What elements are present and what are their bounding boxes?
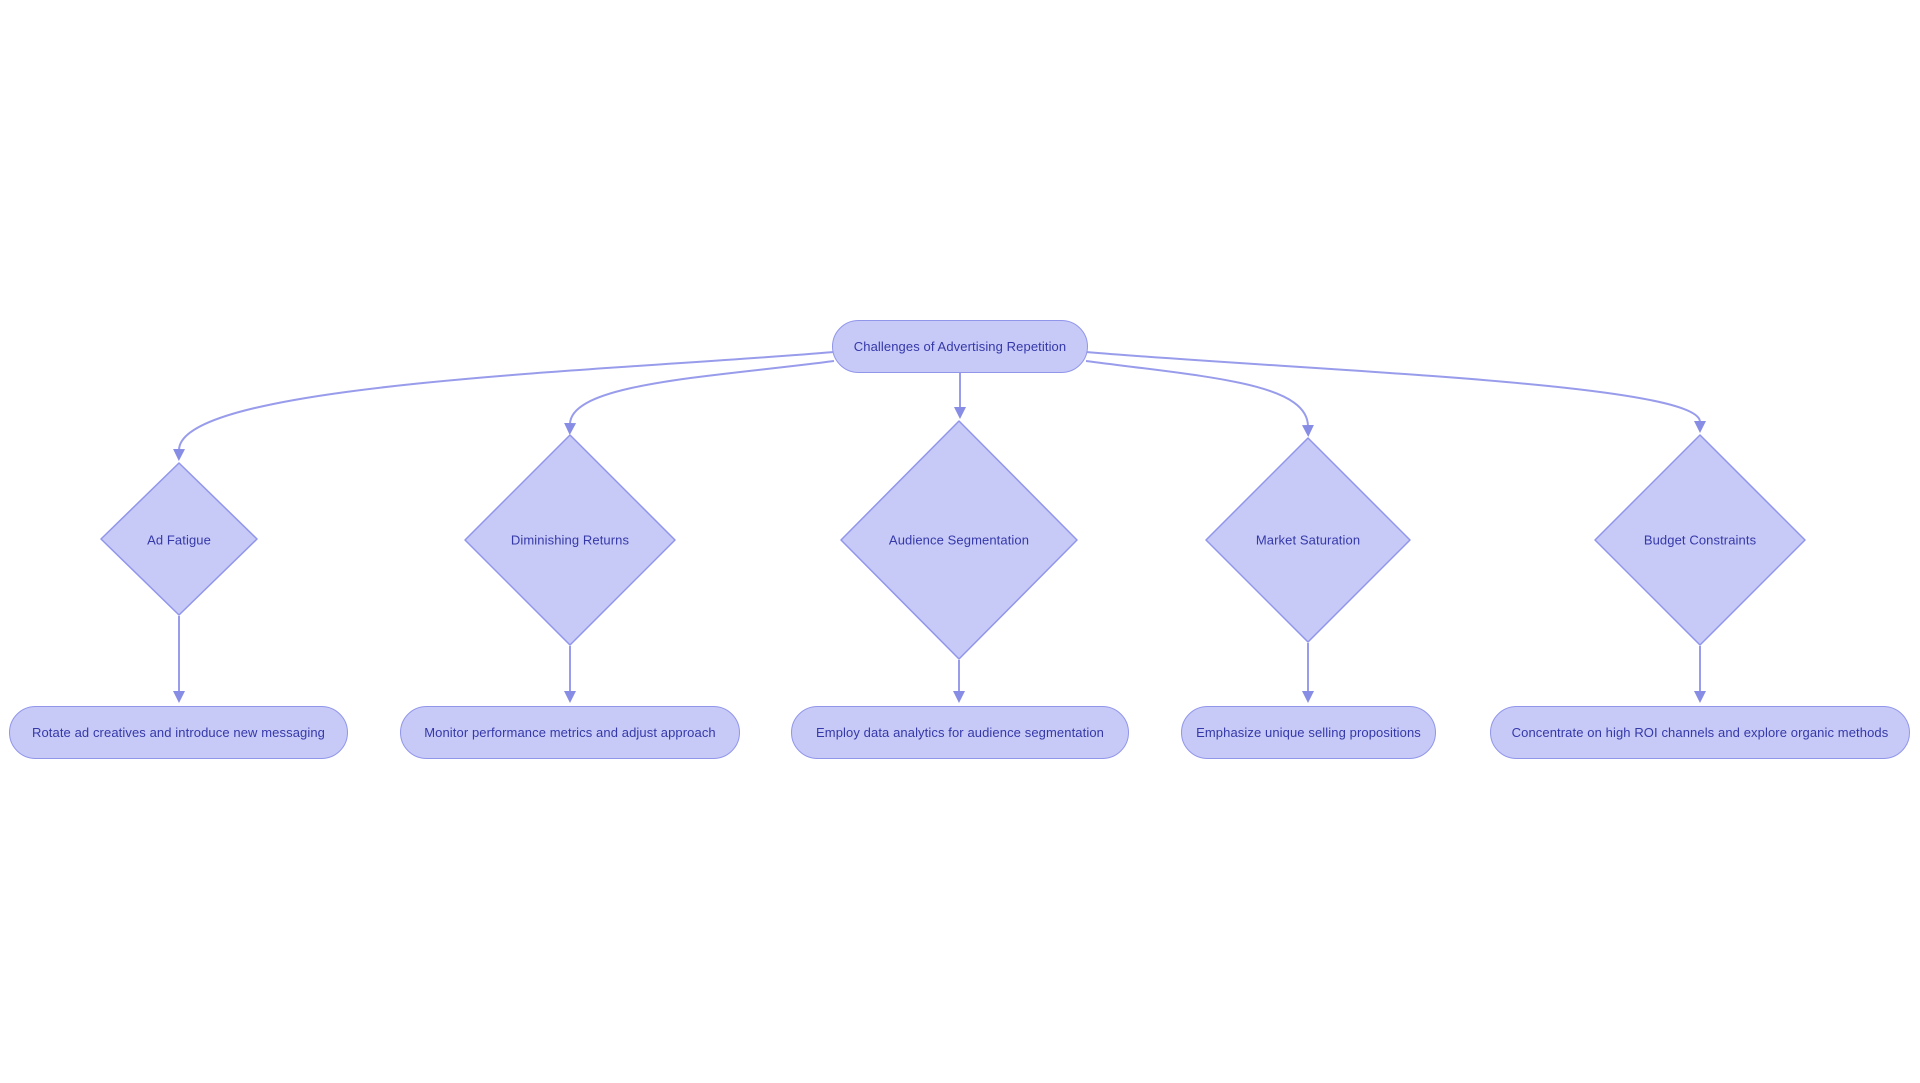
action-node-label: Monitor performance metrics and adjust a… bbox=[424, 725, 716, 740]
diamond-label-audience-segmentation: Audience Segmentation bbox=[888, 532, 1030, 548]
action-node-label: Employ data analytics for audience segme… bbox=[816, 725, 1104, 740]
edge-root-to-market-saturation bbox=[1085, 360, 1314, 437]
diamond-budget-constraints bbox=[1594, 434, 1806, 646]
diamond-audience-segmentation bbox=[840, 420, 1078, 660]
diamond-label-ad-fatigue: Ad Fatigue bbox=[147, 532, 211, 548]
action-node-label: Concentrate on high ROI channels and exp… bbox=[1511, 725, 1889, 740]
action-node-label: Rotate ad creatives and introduce new me… bbox=[31, 725, 326, 740]
edge-root-to-diminishing-returns bbox=[564, 360, 835, 435]
diamond-label-budget-constraints: Budget Constraints bbox=[1643, 532, 1757, 548]
diamond-diminishing-returns bbox=[464, 434, 676, 646]
diamond-ad-fatigue bbox=[100, 462, 258, 616]
action-node-audience-segmentation: Employ data analytics for audience segme… bbox=[791, 706, 1129, 759]
diamond-label-diminishing-returns: Diminishing Returns bbox=[510, 532, 630, 548]
edge-root-to-ad-fatigue bbox=[173, 351, 835, 461]
action-node-market-saturation: Emphasize unique selling propositions bbox=[1181, 706, 1436, 759]
action-node-budget-constraints: Concentrate on high ROI channels and exp… bbox=[1490, 706, 1910, 759]
diamond-label-market-saturation: Market Saturation bbox=[1255, 532, 1361, 548]
action-node-ad-fatigue: Rotate ad creatives and introduce new me… bbox=[9, 706, 348, 759]
action-node-label: Emphasize unique selling propositions bbox=[1196, 725, 1421, 740]
root-node-label: Challenges of Advertising Repetition bbox=[853, 339, 1067, 354]
edge-root-to-budget-constraints bbox=[1085, 351, 1706, 433]
action-node-diminishing-returns: Monitor performance metrics and adjust a… bbox=[400, 706, 740, 759]
diamond-market-saturation bbox=[1205, 437, 1411, 643]
root-node: Challenges of Advertising Repetition bbox=[832, 320, 1088, 373]
